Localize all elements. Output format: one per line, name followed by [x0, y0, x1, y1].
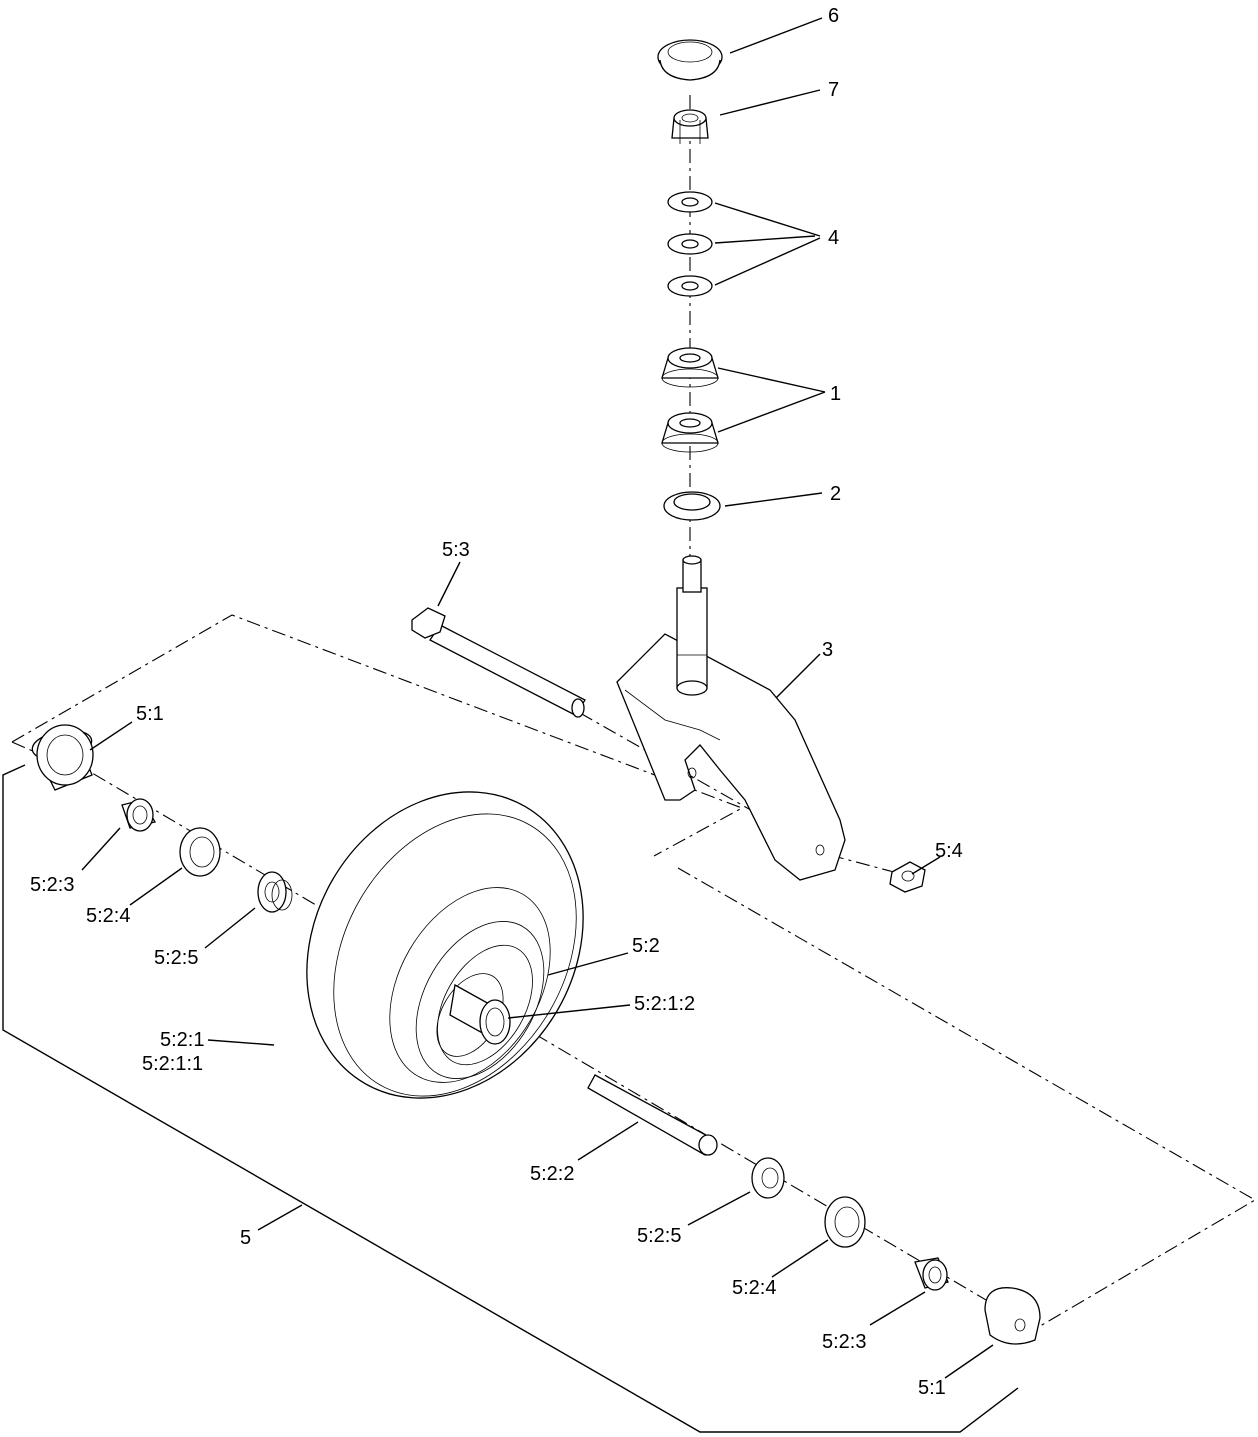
- lock-nut-part: [671, 109, 709, 144]
- cone-bearing-part-lower: [661, 412, 719, 453]
- seal-5-2-4-right: [824, 1196, 866, 1248]
- callout-5-2-1: 5:2:1: [160, 1029, 204, 1051]
- callout-5: 5: [240, 1227, 251, 1249]
- callout-5-2-3-top: 5:2:3: [30, 874, 74, 896]
- seal-5-2-4-left: [179, 827, 221, 877]
- callout-5-2-2: 5:2:2: [530, 1163, 574, 1185]
- washer-part-3: [667, 275, 713, 297]
- assembly-5-bracket: [2, 764, 1019, 1433]
- callout-2: 2: [830, 483, 841, 505]
- callout-5-1-top: 5:1: [136, 703, 164, 725]
- callout-5-2-4-bottom: 5:2:4: [732, 1277, 776, 1299]
- callout-5-2: 5:2: [632, 935, 660, 957]
- assembly-boundary-lower: [677, 867, 1257, 1333]
- cap-5-1-left: [31, 724, 94, 791]
- seal-part: [663, 491, 721, 521]
- spacer-5-2-3-left: [121, 798, 157, 832]
- dust-cap-part: [657, 39, 723, 81]
- callout-5-2-1-1: 5:2:1:1: [142, 1053, 203, 1075]
- callout-5-2-4-top: 5:2:4: [86, 905, 130, 927]
- callout-1: 1: [830, 383, 841, 405]
- callout-7: 7: [828, 79, 839, 101]
- callout-4: 4: [828, 227, 839, 249]
- callout-6: 6: [828, 5, 839, 27]
- callout-5-4: 5:4: [935, 840, 963, 862]
- wheel-tire-part: [306, 791, 584, 1099]
- callout-5-1-bottom: 5:1: [918, 1377, 946, 1399]
- callout-5-2-3-bottom: 5:2:3: [822, 1331, 866, 1353]
- bearing-5-2-5-left: [257, 871, 293, 913]
- leader-lines: [81, 17, 994, 1379]
- caster-fork-part: [616, 555, 846, 881]
- bolt-axis-line: [579, 712, 831, 856]
- callout-5-2-5-top: 5:2:5: [154, 947, 198, 969]
- callout-5-2-1-2: 5:2:1:2: [634, 993, 695, 1015]
- axle-bolt-part: [411, 607, 586, 718]
- callout-3: 3: [822, 639, 833, 661]
- spacer-tube-part: [587, 1074, 718, 1156]
- washer-part-1: [667, 191, 713, 213]
- callout-5-2-5-bottom: 5:2:5: [637, 1225, 681, 1247]
- washer-part-2: [667, 233, 713, 255]
- spacer-5-2-3-right: [914, 1257, 949, 1291]
- bearing-5-2-5-right: [751, 1157, 785, 1199]
- callout-5-3: 5:3: [442, 539, 470, 561]
- assembly-boundary-upper: [11, 614, 744, 857]
- axle-nut-part: [889, 861, 926, 893]
- cone-bearing-part-upper: [661, 347, 719, 388]
- cap-5-1-right: [984, 1287, 1041, 1345]
